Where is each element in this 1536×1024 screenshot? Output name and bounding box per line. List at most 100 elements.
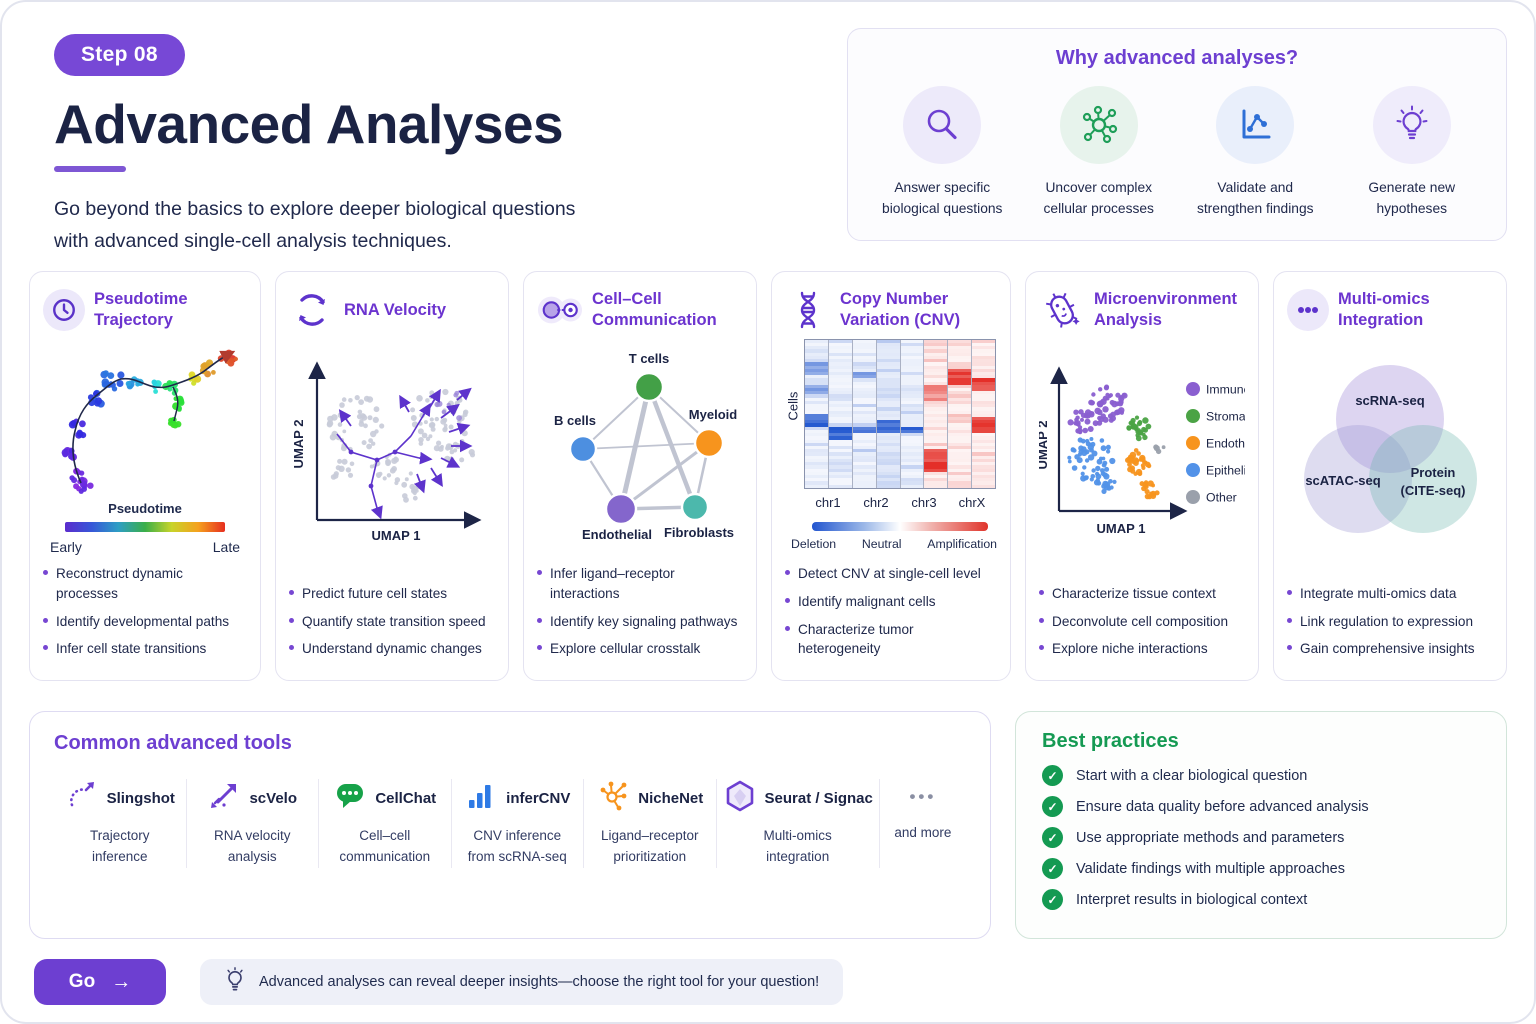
nichenet-icon xyxy=(596,779,630,818)
node-t-cells xyxy=(633,371,665,402)
legend-label: Epithelial xyxy=(1206,463,1245,477)
tool-desc-line2: from scRNA-seq xyxy=(467,849,567,865)
best-practice-text: Interpret results in biological context xyxy=(1076,891,1308,908)
tool-infercnv: inferCNV CNV inference from scRNA-seq xyxy=(452,779,584,868)
multi-omics-venn-diagram: scRNA-seq scATAC-seq Protein (CITE-seq) xyxy=(1287,333,1493,576)
analysis-cards-row: Pseudotime Trajectory Pseudotime xyxy=(29,271,1507,682)
tip-banner: Advanced analyses can reveal deeper insi… xyxy=(200,959,844,1006)
node-label: Myeloid xyxy=(689,407,737,422)
best-practice-text: Validate findings with multiple approach… xyxy=(1076,860,1345,877)
y-axis-label: UMAP 2 xyxy=(291,420,306,469)
tool-nichenet: NicheNet Ligand–receptor prioritization xyxy=(584,779,717,868)
card-title: RNA Velocity xyxy=(344,300,447,319)
more-label: and more xyxy=(894,825,952,841)
venn-circle-scatac xyxy=(1304,424,1412,533)
card-copy-number-variation: Copy Number Variation (CNV) Cells chr1 c… xyxy=(771,271,1011,682)
tool-scvelo: scVelo RNA velocity analysis xyxy=(187,779,319,868)
page-title: Advanced Analyses xyxy=(54,93,564,155)
page-description-line1: Go beyond the basics to explore deeper b… xyxy=(54,198,576,220)
tool-desc-line2: integration xyxy=(766,849,830,865)
microenvironment-umap-plot: UMAP 1 UMAP 2 Immune Stromal Endothelial… xyxy=(1039,333,1245,576)
microbe-icon xyxy=(1039,289,1085,331)
tool-name: inferCNV xyxy=(506,790,571,808)
pseudotime-dots xyxy=(61,349,238,494)
ellipsis-icon: ••• xyxy=(909,787,937,807)
three-dots-icon xyxy=(1287,289,1329,332)
legend-label: Stromal xyxy=(1206,409,1245,423)
check-icon: ✓ xyxy=(1042,796,1063,818)
tool-seurat-signac: Seurat / Signac Multi-omics integration xyxy=(717,779,880,868)
scvelo-icon xyxy=(207,779,241,818)
cnv-heatmap: Cells chr1 chr2 chr3 chrX Deletion Neutr… xyxy=(785,333,997,556)
tool-desc-line1: RNA velocity xyxy=(213,828,291,844)
lightbulb-icon xyxy=(224,966,246,998)
tool-desc-line2: inference xyxy=(91,849,148,865)
bullet-text: Identify key signaling pathways xyxy=(550,613,738,629)
why-caption-line1: Answer specific xyxy=(894,180,991,195)
colorbar-title: Pseudotime xyxy=(108,500,182,516)
cluster-dots xyxy=(1067,384,1166,499)
check-icon: ✓ xyxy=(1042,858,1063,880)
tool-desc-line1: Trajectory xyxy=(89,828,150,844)
why-caption-line2: biological questions xyxy=(882,201,1003,217)
legend-deletion-label: Deletion xyxy=(791,536,837,551)
why-item-answer-questions: Answer specific biological questions xyxy=(864,86,1021,220)
go-button[interactable]: Go → xyxy=(34,959,166,1006)
page-description-line2: with advanced single-cell analysis techn… xyxy=(54,229,452,252)
bullet-text: Quantify state transition speed xyxy=(302,613,486,629)
clock-icon xyxy=(43,289,85,332)
lightbulb-icon xyxy=(1372,86,1451,164)
y-axis-label: UMAP 2 xyxy=(1039,420,1050,469)
node-label: Fibroblasts xyxy=(664,525,734,540)
chromosome-labels: chr1 chr2 chr3 chrX xyxy=(804,495,996,510)
best-practice-text: Start with a clear biological question xyxy=(1076,767,1308,784)
top-row: Step 08 Advanced Analyses Go beyond the … xyxy=(29,28,1507,257)
bullet-text: Identify malignant cells xyxy=(798,594,936,610)
tip-text: Advanced analyses can reveal deeper insi… xyxy=(259,974,820,991)
best-practice-item: ✓ Start with a clear biological question xyxy=(1042,765,1480,787)
tool-more: ••• and more xyxy=(880,779,966,868)
why-caption-line1: Validate and xyxy=(1217,180,1294,195)
why-caption-line2: cellular processes xyxy=(1043,201,1154,217)
card-microenvironment-analysis: Microenvironment Analysis UMAP 1 UMAP 2 xyxy=(1025,271,1259,682)
slingshot-icon xyxy=(65,779,99,818)
card-title: Cell–Cell Communication xyxy=(592,290,717,330)
check-icon: ✓ xyxy=(1042,765,1063,787)
why-item-uncover-processes: Uncover complex cellular processes xyxy=(1021,86,1178,220)
tool-desc-line2: analysis xyxy=(227,849,277,865)
pseudotime-trajectory-plot: Pseudotime Early Late xyxy=(43,333,247,556)
title-underline xyxy=(54,166,126,172)
tool-name: NicheNet xyxy=(638,790,704,808)
bullet-text: Characterize tumor heterogeneity xyxy=(798,621,914,657)
venn-label-scrna: scRNA-seq xyxy=(1355,393,1424,408)
rna-velocity-plot: UMAP 1 UMAP 2 xyxy=(289,333,495,576)
velocity-arrows xyxy=(338,387,473,520)
colorbar-gradient xyxy=(65,521,225,532)
tool-desc-line1: CNV inference xyxy=(473,828,562,844)
x-axis-label: UMAP 1 xyxy=(1097,521,1146,536)
best-practice-item: ✓ Validate findings with multiple approa… xyxy=(1042,858,1480,880)
heatmap-grid xyxy=(804,338,996,489)
tool-name: CellChat xyxy=(375,790,437,808)
best-practices-title: Best practices xyxy=(1042,730,1179,753)
legend-label: Other xyxy=(1206,490,1237,504)
best-practice-text: Use appropriate methods and parameters xyxy=(1076,829,1345,846)
pseudotime-colorbar: Pseudotime Early Late xyxy=(50,501,240,555)
bullet-text: Explore cellular crosstalk xyxy=(550,641,701,657)
why-item-generate-hypotheses: Generate new hypotheses xyxy=(1334,86,1491,220)
best-practices-panel: Best practices ✓ Start with a clear biol… xyxy=(1015,711,1507,940)
node-label: B cells xyxy=(554,413,596,428)
card-rna-velocity: RNA Velocity xyxy=(275,271,509,682)
card-cell-cell-communication: Cell–Cell Communication xyxy=(523,271,757,682)
best-practice-item: ✓ Use appropriate methods and parameters xyxy=(1042,827,1480,849)
tool-slingshot: Slingshot Trajectory inference xyxy=(54,779,187,868)
line-chart-icon xyxy=(1216,86,1295,164)
legend-label: Endothelial xyxy=(1206,436,1245,450)
card-multi-omics-integration: Multi-omics Integration scRNA-seq scATAC… xyxy=(1273,271,1507,682)
page-description: Go beyond the basics to explore deeper b… xyxy=(54,194,821,257)
cnv-color-legend xyxy=(812,521,988,531)
tool-name: Slingshot xyxy=(106,790,175,808)
card-pseudotime-trajectory: Pseudotime Trajectory Pseudotime xyxy=(29,271,261,682)
why-panel-items: Answer specific biological questions xyxy=(864,86,1490,220)
